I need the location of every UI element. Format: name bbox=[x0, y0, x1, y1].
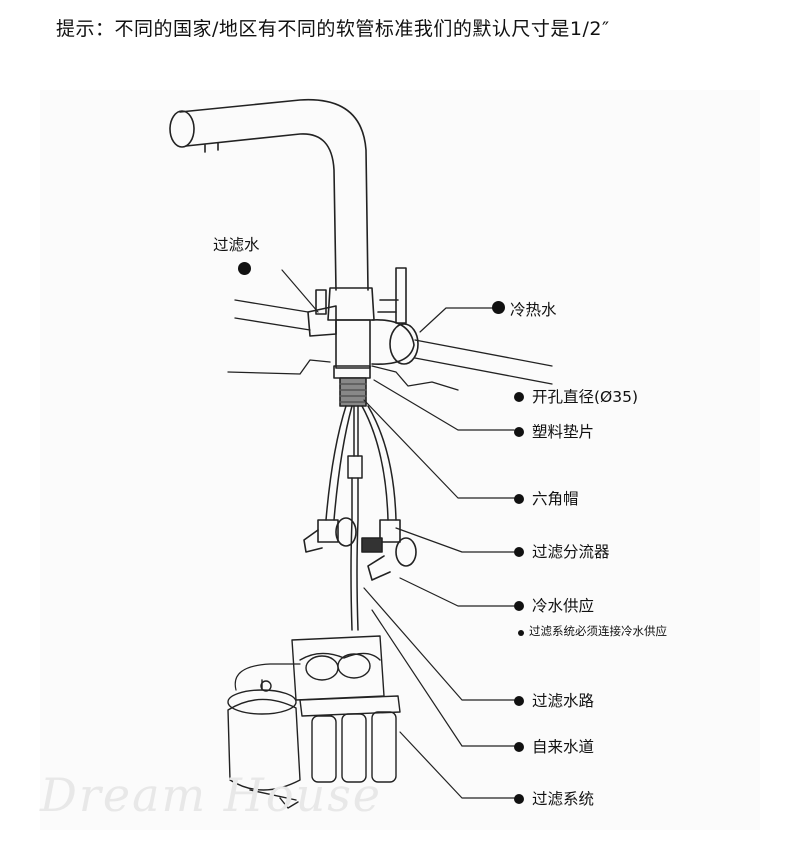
callout-dot bbox=[238, 262, 251, 275]
label-filtered-water: 过滤水 bbox=[213, 233, 260, 255]
callout-dot bbox=[514, 601, 524, 611]
callout-dot bbox=[514, 696, 524, 706]
label-hot-cold-water: 冷热水 bbox=[510, 298, 557, 320]
callout-dot bbox=[514, 427, 524, 437]
label-filter-diverter: 过滤分流器 bbox=[532, 540, 610, 562]
diagram-background bbox=[40, 90, 760, 830]
label-cold-water-supply: 冷水供应 bbox=[532, 594, 594, 616]
callout-dot bbox=[492, 301, 505, 314]
hint-header: 提示：不同的国家/地区有不同的软管标准我们的默认尺寸是1/2″ bbox=[56, 14, 610, 41]
label-tap-water-pipe: 自来水道 bbox=[532, 735, 594, 757]
callout-dot bbox=[514, 547, 524, 557]
callout-dot bbox=[514, 494, 524, 504]
callout-dot bbox=[514, 392, 524, 402]
note-cold-water-required: 过滤系统必须连接冷水供应 bbox=[529, 623, 667, 639]
label-filtered-waterway: 过滤水路 bbox=[532, 689, 594, 711]
label-hole-diameter: 开孔直径(Ø35) bbox=[532, 385, 638, 407]
label-hex-cap: 六角帽 bbox=[532, 487, 579, 509]
callout-dot bbox=[514, 794, 524, 804]
callout-dot bbox=[514, 742, 524, 752]
label-plastic-gasket: 塑料垫片 bbox=[532, 420, 594, 442]
label-filter-system: 过滤系统 bbox=[532, 787, 594, 809]
note-dot bbox=[518, 630, 524, 636]
watermark-logo-text: Dream House bbox=[40, 768, 382, 822]
